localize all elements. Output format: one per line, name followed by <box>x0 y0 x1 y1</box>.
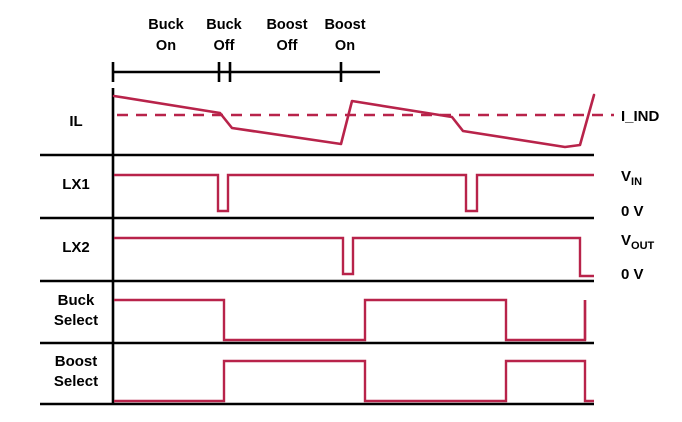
right-label-vin-main: V <box>621 168 631 185</box>
waveform-il <box>112 93 596 149</box>
right-label-vout-sub: OUT <box>631 240 655 252</box>
row-label-buck-select-line1: Buck <box>58 292 95 309</box>
phase-label-boost-off-line1: Boost <box>266 17 307 33</box>
phase-marker-group: Buck On Buck Off Boost Off Boost On <box>148 17 365 54</box>
row-separators <box>40 153 594 406</box>
phase-label-buck-off-line1: Buck <box>206 17 242 33</box>
waveform-lx1 <box>114 173 594 213</box>
row-label-boost-select-line1: Boost <box>55 353 98 370</box>
right-label-vin-sub: IN <box>631 176 642 188</box>
right-label-vin: VIN <box>621 168 642 188</box>
phase-label-boost-off-line2: Off <box>277 38 298 54</box>
row-buck-select: Buck Select <box>54 292 587 342</box>
waveform-buck-select <box>114 298 587 342</box>
phase-label-boost-on-line1: Boost <box>324 17 365 33</box>
row-boost-select: Boost Select <box>54 353 594 403</box>
right-label-vout-main: V <box>621 232 631 249</box>
row-label-buck-select-line2: Select <box>54 312 98 329</box>
row-lx2: LX2 VOUT 0 V <box>62 232 654 283</box>
phase-label-buck-on-line2: On <box>156 38 176 54</box>
right-label-lx2-zero: 0 V <box>621 266 644 283</box>
row-label-il: IL <box>69 113 82 130</box>
waveform-boost-select <box>114 359 594 403</box>
phase-label-boost-on-line2: On <box>335 38 355 54</box>
row-label-lx1: LX1 <box>62 176 90 193</box>
right-label-i-ind: I_IND <box>621 108 660 125</box>
waveform-lx2 <box>114 236 594 278</box>
phase-label-buck-off-line2: Off <box>214 38 235 54</box>
right-label-lx1-zero: 0 V <box>621 203 644 220</box>
row-il: IL I_IND <box>69 93 660 149</box>
row-label-boost-select-line2: Select <box>54 373 98 390</box>
right-label-vout: VOUT <box>621 232 655 252</box>
row-lx1: LX1 VIN 0 V <box>62 168 643 220</box>
phase-timeline-axis <box>111 62 380 82</box>
phase-label-buck-on-line1: Buck <box>148 17 184 33</box>
row-label-lx2: LX2 <box>62 239 90 256</box>
